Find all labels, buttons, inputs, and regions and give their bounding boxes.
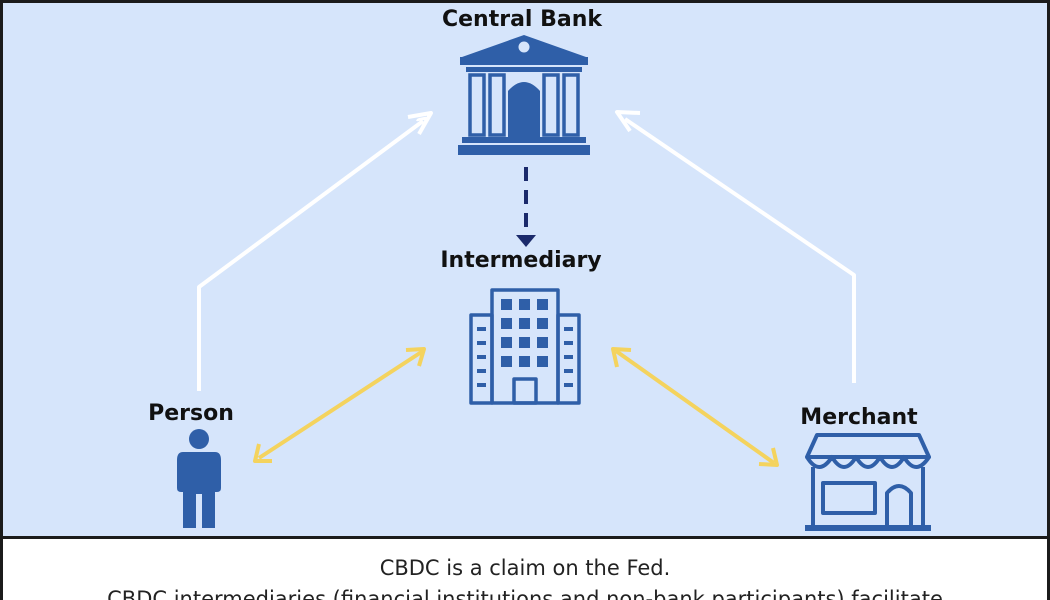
person-intermediary-arrowhead-intermediary-end xyxy=(405,347,426,367)
merchant-to-central-bank-arrowhead xyxy=(615,110,641,133)
storefront-icon xyxy=(805,433,931,531)
central-bank-to-intermediary-arrowhead xyxy=(516,235,536,247)
merchant-intermediary-exchange-arrow xyxy=(614,349,776,465)
central-bank-label: Central Bank xyxy=(441,7,603,32)
office-building-icon xyxy=(469,288,581,405)
merchant-label: Merchant xyxy=(800,405,918,430)
merchant-to-central-bank-arrow xyxy=(623,117,856,383)
intermediary-label: Intermediary xyxy=(440,248,602,273)
caption-line-1: CBDC is a claim on the Fed. xyxy=(379,556,671,580)
person-to-central-bank-arrowhead xyxy=(407,111,433,135)
connection-arrows xyxy=(197,110,856,467)
person-intermediary-exchange-arrow xyxy=(257,349,425,460)
person-icon xyxy=(177,429,221,528)
merchant-intermediary-arrowhead-intermediary-end xyxy=(611,347,632,368)
person-label: Person xyxy=(148,401,234,426)
caption-panel: CBDC is a claim on the Fed. CBDC interme… xyxy=(3,536,1047,600)
person-to-central-bank-arrow xyxy=(197,121,423,391)
merchant-intermediary-arrowhead-merchant-end xyxy=(758,447,779,467)
person-intermediary-arrowhead-person-end xyxy=(253,443,272,463)
bank-building-icon xyxy=(458,35,590,155)
caption-line-2: CBDC intermediaries (financial instituti… xyxy=(107,587,943,600)
